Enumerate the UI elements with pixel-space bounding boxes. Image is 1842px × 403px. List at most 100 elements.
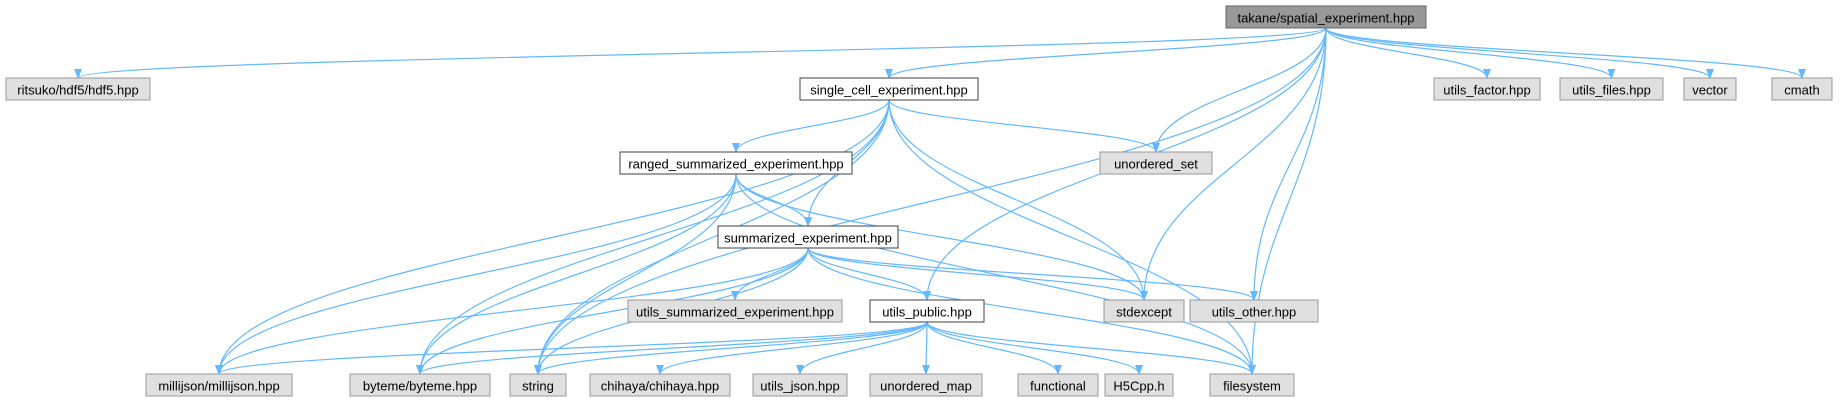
edge-sce-to-filesystem xyxy=(888,99,1256,375)
node-h5cpp-label: H5Cpp.h xyxy=(1113,379,1164,394)
edges-layer xyxy=(74,27,1806,375)
node-byteme-label: byteme/byteme.hpp xyxy=(363,379,477,394)
node-json-box xyxy=(752,373,848,397)
edge-spatial-to-factor xyxy=(1325,27,1491,79)
node-files-label: utils_files.hpp xyxy=(1572,83,1651,98)
edge-public-to-functional xyxy=(926,321,1062,375)
node-millijson-box xyxy=(145,373,293,397)
node-vector-box xyxy=(1683,77,1737,101)
node-sce-label: single_cell_experiment.hpp xyxy=(810,83,968,98)
edge-spatial-to-cmath xyxy=(1325,27,1806,79)
node-h5cpp: H5Cpp.h xyxy=(1104,373,1174,397)
node-vector-label: vector xyxy=(1692,83,1728,98)
edge-spatial-to-ritsuko xyxy=(74,27,1327,79)
edge-sce-to-stdexcept xyxy=(888,99,1148,301)
edge-se-to-filesystem xyxy=(807,247,1256,375)
node-functional-label: functional xyxy=(1030,379,1086,394)
node-other-box xyxy=(1189,299,1319,323)
node-sce[interactable]: single_cell_experiment.hpp xyxy=(799,77,979,101)
node-se-label: summarized_experiment.hpp xyxy=(724,231,892,246)
edge-public-to-filesystem xyxy=(926,321,1256,375)
node-use-label: utils_summarized_experiment.hpp xyxy=(636,305,834,320)
node-unordered_map-box xyxy=(869,373,983,397)
node-unordered_map-label: unordered_map xyxy=(880,379,972,394)
edge-rse-to-millijson xyxy=(215,173,737,375)
edge-spatial-to-stdexcept xyxy=(1140,27,1327,301)
node-string-box xyxy=(509,373,567,397)
edge-sce-to-string xyxy=(534,99,890,375)
node-factor-label: utils_factor.hpp xyxy=(1443,83,1530,98)
node-h5cpp-box xyxy=(1104,373,1174,397)
node-use-box xyxy=(627,299,843,323)
node-cmath-label: cmath xyxy=(1784,83,1819,98)
edge-public-to-chihaya xyxy=(656,321,928,375)
edge-se-to-millijson xyxy=(215,247,809,375)
node-se[interactable]: summarized_experiment.hpp xyxy=(717,225,899,249)
node-se-box[interactable] xyxy=(717,225,899,249)
node-factor-box xyxy=(1433,77,1541,101)
node-functional: functional xyxy=(1017,373,1099,397)
node-millijson: millijson/millijson.hpp xyxy=(145,373,293,397)
node-unordered_set: unordered_set xyxy=(1099,151,1213,175)
node-rse-box[interactable] xyxy=(619,151,853,175)
node-unordered_set-box xyxy=(1099,151,1213,175)
node-ritsuko: ritsuko/hdf5/hdf5.hpp xyxy=(5,77,151,101)
edge-public-to-string xyxy=(534,321,928,375)
node-string-label: string xyxy=(522,379,554,394)
edge-sce-to-unordered_set xyxy=(888,99,1160,153)
node-unordered_map: unordered_map xyxy=(869,373,983,397)
node-json-label: utils_json.hpp xyxy=(760,379,840,394)
edge-public-to-h5cpp xyxy=(926,321,1143,375)
node-stdexcept-box xyxy=(1103,299,1185,323)
node-millijson-label: millijson/millijson.hpp xyxy=(158,379,279,394)
node-other-label: utils_other.hpp xyxy=(1212,305,1297,320)
node-cmath-box xyxy=(1771,77,1833,101)
node-spatial[interactable]: takane/spatial_experiment.hpp xyxy=(1225,5,1427,29)
edge-sce-to-millijson xyxy=(215,99,890,375)
node-cmath: cmath xyxy=(1771,77,1833,101)
node-sce-box[interactable] xyxy=(799,77,979,101)
node-filesystem-box xyxy=(1209,373,1295,397)
edge-sce-to-rse xyxy=(732,99,890,153)
node-functional-box xyxy=(1017,373,1099,397)
node-spatial-box[interactable] xyxy=(1225,5,1427,29)
edge-se-to-other xyxy=(807,247,1258,301)
edge-spatial-to-vector xyxy=(1325,27,1714,79)
node-chihaya: chihaya/chihaya.hpp xyxy=(589,373,731,397)
node-rse[interactable]: ranged_summarized_experiment.hpp xyxy=(619,151,853,175)
node-unordered_set-label: unordered_set xyxy=(1114,157,1198,172)
node-stdexcept-label: stdexcept xyxy=(1116,305,1172,320)
node-public[interactable]: utils_public.hpp xyxy=(869,299,985,323)
node-use: utils_summarized_experiment.hpp xyxy=(627,299,843,323)
node-files: utils_files.hpp xyxy=(1559,77,1664,101)
node-byteme: byteme/byteme.hpp xyxy=(349,373,491,397)
edge-public-to-unordered_map xyxy=(922,321,931,375)
node-files-box xyxy=(1559,77,1664,101)
nodes-layer: takane/spatial_experiment.hpp ritsuko/hdf… xyxy=(5,5,1833,397)
edge-rse-to-stdexcept xyxy=(735,173,1148,301)
node-string: string xyxy=(509,373,567,397)
node-factor: utils_factor.hpp xyxy=(1433,77,1541,101)
node-public-box[interactable] xyxy=(869,299,985,323)
node-public-label: utils_public.hpp xyxy=(882,305,972,320)
node-filesystem-label: filesystem xyxy=(1223,379,1281,394)
edge-spatial-to-other xyxy=(1250,27,1327,301)
node-json: utils_json.hpp xyxy=(752,373,848,397)
edge-se-to-byteme xyxy=(416,247,809,375)
edge-spatial-to-string xyxy=(534,27,1327,375)
node-spatial-label: takane/spatial_experiment.hpp xyxy=(1237,11,1414,26)
edge-spatial-to-files xyxy=(1325,27,1616,79)
edge-public-to-millijson xyxy=(215,321,928,375)
node-other: utils_other.hpp xyxy=(1189,299,1319,323)
node-ritsuko-label: ritsuko/hdf5/hdf5.hpp xyxy=(17,83,138,98)
node-rse-label: ranged_summarized_experiment.hpp xyxy=(628,157,843,172)
edge-se-to-use xyxy=(731,247,809,301)
node-byteme-box xyxy=(349,373,491,397)
node-stdexcept: stdexcept xyxy=(1103,299,1185,323)
edge-rse-to-byteme xyxy=(416,173,737,375)
edge-spatial-to-unordered_set xyxy=(1152,27,1327,153)
node-chihaya-box xyxy=(589,373,731,397)
edge-spatial-to-sce xyxy=(885,27,1327,79)
edge-sce-to-byteme xyxy=(416,99,890,375)
